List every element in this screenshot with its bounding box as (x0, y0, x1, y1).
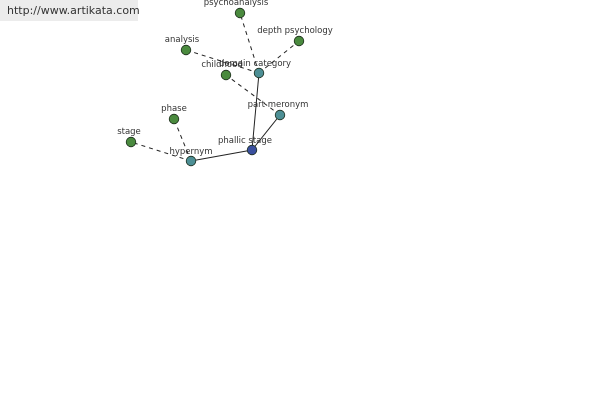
edge-domain-category-psychoanalysis (239, 12, 260, 74)
node-part-meronym[interactable] (274, 109, 286, 121)
node-hypernym[interactable] (185, 155, 197, 167)
labels-layer: phallic stage hypernym domain category part… (117, 0, 333, 157)
edge-domain-category-depth-psychology (258, 40, 300, 74)
edge-phallic-stage-hypernym (190, 149, 253, 162)
node-childhood[interactable] (220, 69, 232, 81)
node-label-domain-category[interactable]: domain category (219, 59, 291, 69)
node-domain-category[interactable] (253, 67, 265, 79)
url-link[interactable]: http://www.artikata.com (7, 4, 140, 17)
node-label-part-meronym[interactable]: part meronym (248, 100, 309, 110)
node-label-analysis[interactable]: analysis (165, 35, 200, 45)
node-stage[interactable] (125, 136, 137, 148)
edge-hypernym-stage (130, 141, 192, 162)
node-label-stage[interactable]: stage (117, 127, 141, 137)
node-label-depth-psychology[interactable]: depth psychology (257, 26, 333, 36)
node-phallic-stage[interactable] (246, 144, 258, 156)
edges-layer (130, 12, 300, 162)
node-psychoanalysis[interactable] (234, 7, 246, 19)
node-label-psychoanalysis[interactable]: psychoanalysis (204, 0, 269, 8)
node-label-phase[interactable]: phase (161, 104, 187, 114)
node-depth-psychology[interactable] (293, 35, 305, 47)
node-label-hypernym[interactable]: hypernym (169, 147, 212, 157)
node-analysis[interactable] (180, 44, 192, 56)
edge-phallic-stage-domain-category (251, 72, 260, 151)
node-label-childhood[interactable]: childhood (201, 60, 242, 70)
edge-phallic-stage-part-meronym (251, 114, 281, 151)
node-phase[interactable] (168, 113, 180, 125)
edge-part-meronym-childhood (225, 74, 281, 116)
url-banner: http://www.artikata.com (0, 0, 140, 21)
node-label-phallic-stage[interactable]: phallic stage (218, 136, 272, 146)
nodes-layer (125, 7, 305, 167)
